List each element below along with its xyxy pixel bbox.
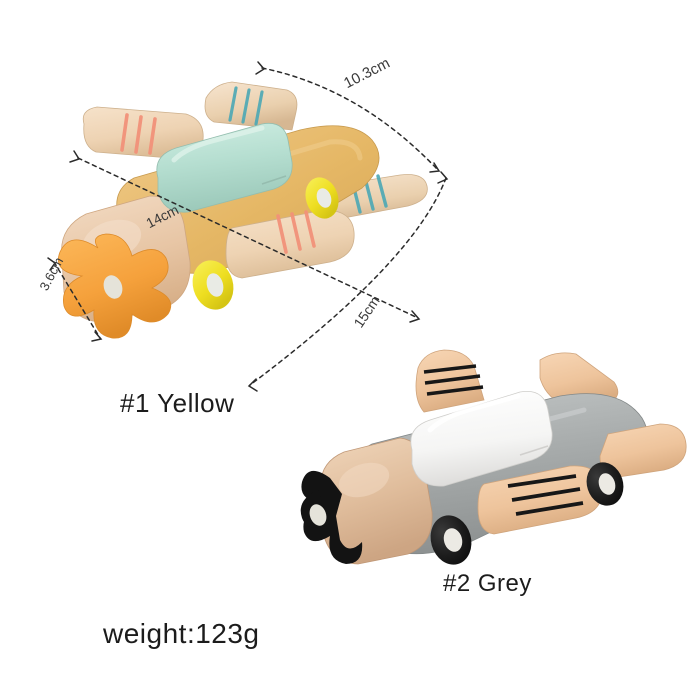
toy-airplane-yellow [57,81,428,339]
grey-wheel-front [430,515,472,565]
yellow-wheel-front [192,260,234,310]
yellow-propeller [57,233,172,339]
dimension-line-15cm [249,177,447,386]
product-label-grey: #2 Grey [443,570,532,597]
grey-wheel-rear [586,462,624,506]
yellow-wheel-rear [305,177,339,219]
dimension-line-3-6cm [53,261,101,339]
grey-nose-cone [320,437,433,565]
yellow-wing-right [225,209,355,279]
dimension-line-14cm [77,157,419,319]
weight-label: weight:123g [103,618,260,649]
dimension-annotations [47,61,449,392]
grey-wing-rear-right [539,352,619,407]
yellow-wing-left [82,106,204,160]
yellow-canopy [156,122,293,213]
grey-tail-fin [415,349,485,413]
dimension-line-10-3cm [261,67,439,171]
toy-airplane-grey [300,349,687,565]
grey-wing-front-right [477,465,603,535]
grey-canopy [410,391,553,487]
grey-propeller [300,470,363,564]
product-label-yellow: #1 Yellow [120,388,235,418]
yellow-wing-top-left [204,81,298,131]
